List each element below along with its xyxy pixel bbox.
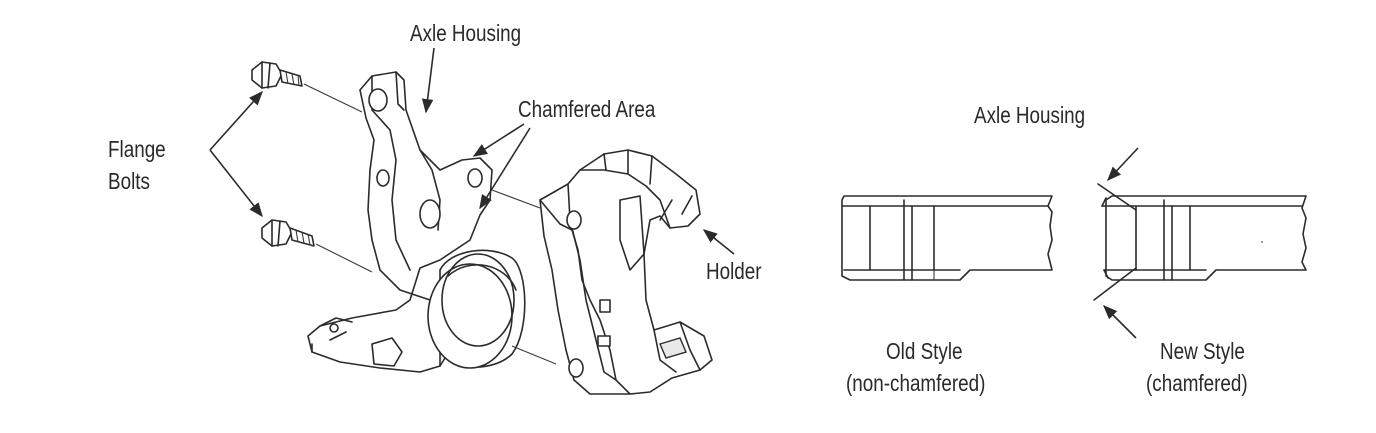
label-holder: Holder bbox=[706, 258, 762, 284]
flange-bolt-lower bbox=[261, 219, 373, 273]
new-style-section bbox=[1093, 147, 1307, 339]
label-axle-housing-right: Axle Housing bbox=[974, 102, 1086, 128]
label-new-style: New Style bbox=[1160, 338, 1245, 364]
label-flange-line1: Flange bbox=[108, 136, 166, 162]
hub-part bbox=[427, 189, 557, 369]
axle-housing-part bbox=[307, 71, 493, 373]
label-chamfered: (chamfered) bbox=[1146, 370, 1248, 396]
holder-part bbox=[539, 149, 713, 395]
old-style-section bbox=[841, 195, 1053, 281]
label-non-chamfered: (non-chamfered) bbox=[846, 370, 986, 396]
label-axle-housing-left: Axle Housing bbox=[410, 20, 522, 46]
label-bolts-line2: Bolts bbox=[108, 168, 150, 194]
label-chamfered-area: Chamfered Area bbox=[518, 96, 656, 122]
label-old-style: Old Style bbox=[886, 338, 963, 364]
leader-arrows-left bbox=[209, 47, 735, 255]
flange-bolt-upper bbox=[251, 61, 363, 113]
